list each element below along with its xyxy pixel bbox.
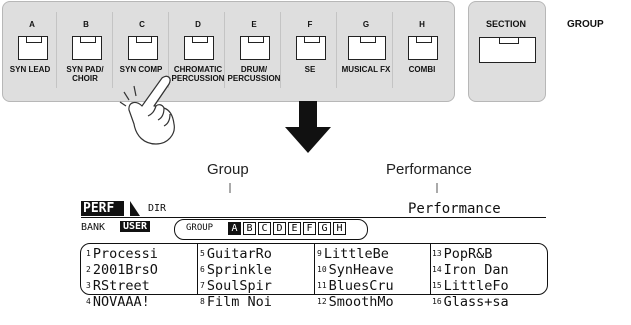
bank-label: BANK — [81, 222, 106, 233]
group-g-label: MUSICAL FX — [341, 65, 391, 74]
group-a-button[interactable] — [18, 36, 48, 60]
divider — [336, 12, 337, 88]
section-button[interactable] — [479, 37, 536, 63]
performance-callout: Performance — [386, 161, 472, 178]
group-d-button[interactable] — [184, 36, 214, 60]
group-letter-strip: A B C D E F G H — [228, 222, 346, 235]
group-a-letter: A — [29, 20, 35, 29]
divider — [392, 12, 393, 88]
group-c-letter: C — [139, 20, 145, 29]
group-c-label: SYN COMP — [119, 65, 163, 74]
group-h-button[interactable] — [408, 36, 438, 60]
dir-label: DIR — [148, 203, 167, 214]
group-letter-a[interactable]: A — [228, 222, 241, 235]
group-selector-label: GROUP — [186, 223, 214, 233]
group-b-letter: B — [83, 20, 89, 29]
group-letter-c[interactable]: C — [258, 222, 271, 235]
column-divider — [197, 243, 198, 295]
lcd-display: PERF DIR Performance BANK USER GROUP A B… — [78, 193, 548, 310]
group-h-label: COMBI — [408, 65, 436, 74]
group-label: GROUP — [567, 19, 604, 30]
section-label: SECTION — [485, 19, 526, 29]
group-b-label: SYN PAD/ CHOIR — [66, 65, 104, 83]
group-callout: Group — [207, 161, 249, 178]
group-letter-d[interactable]: D — [273, 222, 286, 235]
column-divider — [314, 243, 315, 295]
divider — [56, 12, 57, 88]
mode-tab: PERF — [81, 201, 125, 216]
group-letter-g[interactable]: G — [318, 222, 331, 235]
group-d-label: CHROMATIC PERCUSSION — [171, 65, 225, 83]
divider — [168, 12, 169, 88]
group-g-button[interactable] — [348, 36, 386, 60]
group-letter-f[interactable]: F — [303, 222, 316, 235]
group-e-letter: E — [251, 20, 257, 29]
group-e-button[interactable] — [240, 36, 270, 60]
group-f-letter: F — [307, 20, 313, 29]
bank-value[interactable]: USER — [120, 221, 151, 232]
column-divider — [430, 243, 431, 295]
divider — [280, 12, 281, 88]
group-a-label: SYN LEAD — [9, 65, 51, 74]
group-f-button[interactable] — [296, 36, 326, 60]
page-title: Performance — [408, 201, 501, 217]
group-c-button[interactable] — [128, 36, 158, 60]
group-g-letter: G — [362, 20, 370, 29]
tab-corner-icon — [130, 201, 140, 216]
group-e-label: DRUM/ PERCUSSION — [227, 65, 281, 83]
group-letter-b[interactable]: B — [243, 222, 256, 235]
group-letter-e[interactable]: E — [288, 222, 301, 235]
group-d-letter: D — [195, 20, 201, 29]
group-letter-h[interactable]: H — [333, 222, 346, 235]
group-f-label: SE — [304, 65, 316, 74]
group-b-button[interactable] — [72, 36, 102, 60]
divider — [224, 12, 225, 88]
down-arrow-icon — [285, 101, 331, 153]
title-underline — [81, 217, 546, 218]
group-h-letter: H — [419, 20, 425, 29]
divider — [112, 12, 113, 88]
hand-pointer-icon — [119, 75, 175, 145]
